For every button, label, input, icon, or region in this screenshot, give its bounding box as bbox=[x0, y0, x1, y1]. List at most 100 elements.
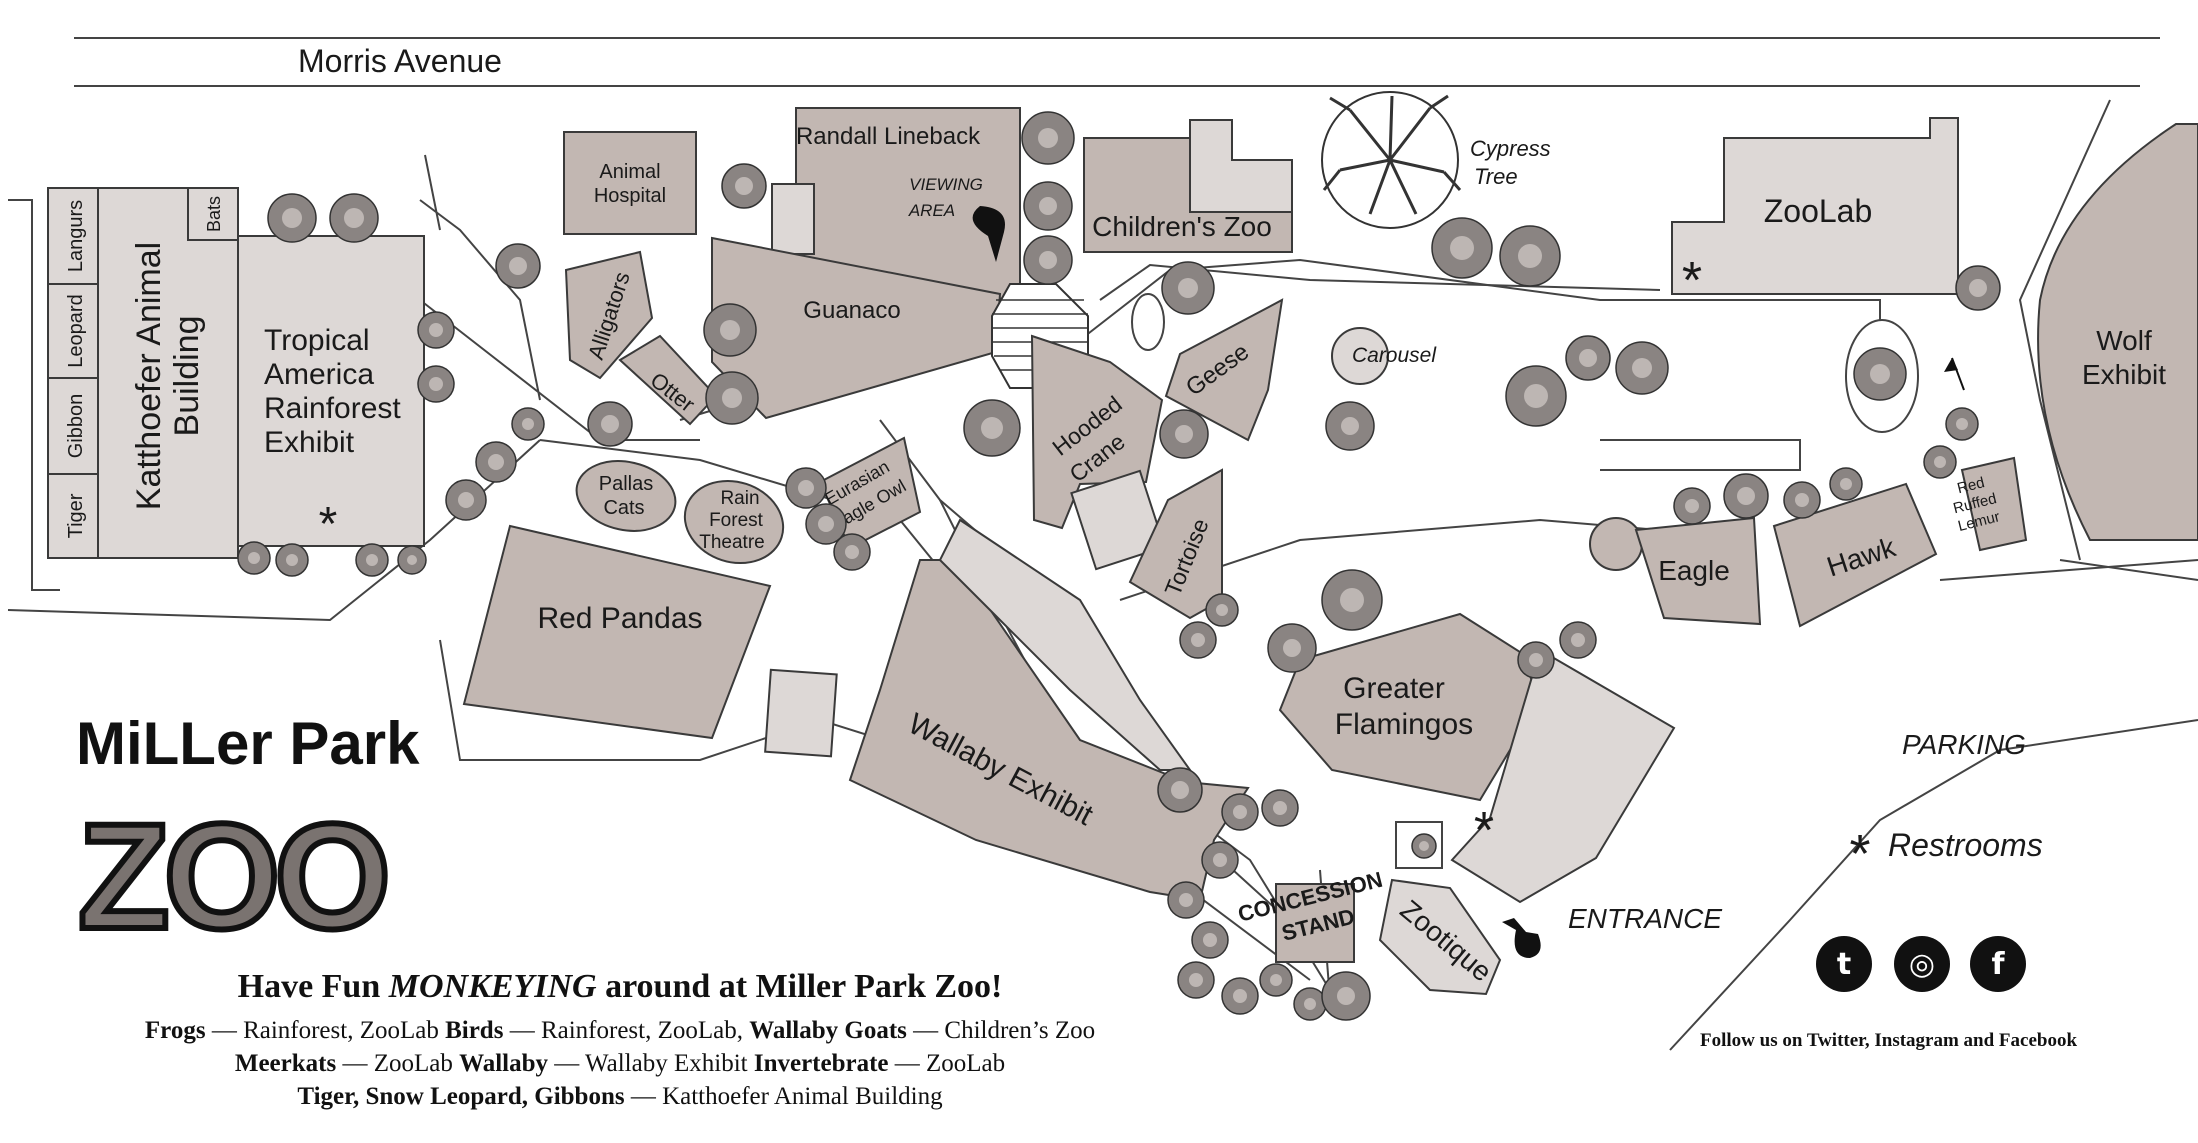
entrance-label: ENTRANCE bbox=[1568, 903, 1722, 934]
legend-value: — Katthoefer Animal Building bbox=[624, 1083, 943, 1110]
entrance-restroom-icon: * bbox=[1474, 802, 1494, 860]
tree-icon bbox=[1157, 767, 1203, 813]
tree-icon bbox=[1261, 789, 1299, 827]
twitter-icon[interactable]: t bbox=[1816, 936, 1872, 992]
tree-icon bbox=[355, 543, 389, 577]
tree-icon bbox=[1167, 881, 1205, 919]
tree-icon bbox=[267, 193, 317, 243]
childrens-zoo-label: Children's Zoo bbox=[1092, 211, 1272, 242]
legend-value: — Children’s Zoo bbox=[906, 1017, 1096, 1044]
tree-icon bbox=[1201, 841, 1239, 879]
tree-icon bbox=[329, 193, 379, 243]
gibbon-label: Gibbon bbox=[65, 394, 87, 459]
katthoefer-label-2: Building bbox=[168, 316, 206, 437]
legend-value: — ZooLab bbox=[888, 1050, 1006, 1077]
legend-key: Wallaby bbox=[459, 1050, 548, 1077]
legend-line-3: Tiger, Snow Leopard, Gibbons — Katthoefe… bbox=[0, 1080, 1240, 1113]
follow-us-text: Follow us on Twitter, Instagram and Face… bbox=[1700, 1030, 2078, 1051]
tropical-label-4: Exhibit bbox=[264, 426, 355, 459]
tree-icon bbox=[1559, 621, 1597, 659]
tree-icon bbox=[1955, 265, 2001, 311]
tree-icon bbox=[1321, 569, 1383, 631]
tree-icon bbox=[1499, 225, 1561, 287]
viewing-area-marker-icon bbox=[972, 206, 1005, 262]
animal-hospital-label-2: Hospital bbox=[594, 185, 666, 207]
red-ruffed-lemur-exhibit bbox=[1960, 456, 2028, 552]
headline-post: around at Miller Park Zoo! bbox=[596, 968, 1003, 1005]
guanaco-label: Guanaco bbox=[803, 297, 900, 324]
legend-line-1: Frogs — Rainforest, ZooLab Birds — Rainf… bbox=[0, 1014, 1240, 1047]
tree-icon bbox=[511, 407, 545, 441]
tree-icon bbox=[1615, 341, 1669, 395]
tree-icon bbox=[1853, 347, 1907, 401]
tree-icon bbox=[1205, 593, 1239, 627]
tree-icon bbox=[1161, 261, 1215, 315]
zoolab-label: ZooLab bbox=[1764, 193, 1873, 229]
carousel-label: Carousel bbox=[1352, 344, 1437, 367]
tree-icon bbox=[833, 533, 871, 571]
tree-icon bbox=[1505, 365, 1567, 427]
legend-restroom-icon: * bbox=[1849, 824, 1870, 884]
logo-backdrop bbox=[82, 792, 412, 932]
legend-line-2: Meerkats — ZooLab Wallaby — Wallaby Exhi… bbox=[0, 1047, 1240, 1080]
tree-icon bbox=[1293, 987, 1327, 1021]
viewing-area-label-2: AREA bbox=[908, 201, 955, 220]
childrens-zoo-barn bbox=[1189, 119, 1293, 213]
cypress-tree-label-1: Cypress bbox=[1470, 136, 1551, 161]
tree-icon bbox=[445, 479, 487, 521]
tropical-label-1: Tropical bbox=[264, 324, 370, 357]
carousel bbox=[1331, 327, 1389, 385]
pallas-cats-label-1: Pallas bbox=[599, 473, 653, 495]
wolf-label-2: Exhibit bbox=[2082, 359, 2166, 390]
flamingos-label-2: Flamingos bbox=[1335, 708, 1473, 741]
legend-key: Birds bbox=[445, 1017, 504, 1044]
animal-hospital-label-1: Animal bbox=[599, 161, 660, 183]
theatre-label-1: Rain bbox=[720, 488, 759, 509]
tree-icon bbox=[587, 401, 633, 447]
logo-line-2: ZOO bbox=[78, 792, 385, 936]
cypress-tree-label-2: Tree bbox=[1474, 164, 1518, 189]
parking-label: PARKING bbox=[1902, 729, 2026, 760]
miller-park-zoo-logo: MiLLer Park ZOO bbox=[75, 710, 420, 936]
cypress-tree-icon bbox=[1321, 91, 1462, 229]
katthoefer-building bbox=[97, 187, 239, 559]
tree-icon bbox=[1565, 335, 1611, 381]
tree-icon bbox=[705, 371, 759, 425]
planter-box bbox=[1395, 821, 1443, 869]
tree-icon bbox=[1159, 409, 1209, 459]
wallaby-walkway bbox=[938, 518, 1192, 771]
tree-icon bbox=[275, 543, 309, 577]
tiger-label: Tiger bbox=[65, 493, 87, 538]
tree-icon bbox=[703, 303, 757, 357]
planter-oval bbox=[1131, 293, 1165, 351]
theatre-label-3: Theatre bbox=[699, 532, 764, 553]
footer-headline: Have Fun MONKEYING around at Miller Park… bbox=[0, 968, 1240, 1006]
legend-key: Meerkats bbox=[234, 1050, 337, 1077]
theatre-label-2: Forest bbox=[709, 510, 764, 531]
tree-icon bbox=[1325, 401, 1375, 451]
tree-icon bbox=[1177, 961, 1215, 999]
tree-icon bbox=[1023, 181, 1073, 231]
tree-icon bbox=[1259, 963, 1293, 997]
tree-icon bbox=[805, 503, 847, 545]
bats-label: Bats bbox=[204, 196, 224, 232]
tree-icon bbox=[1221, 977, 1259, 1015]
katthoefer-label-1: Katthoefer Animal bbox=[130, 242, 168, 510]
wolf-exhibit bbox=[2037, 123, 2198, 541]
tree-icon bbox=[1411, 833, 1437, 859]
entrance-marker-icon bbox=[1502, 918, 1541, 958]
tropical-label-3: Rainforest bbox=[264, 392, 401, 425]
randall-label: Randall Lineback bbox=[796, 123, 981, 150]
greater-flamingos-exhibit bbox=[1278, 612, 1542, 802]
instagram-icon[interactable]: ◎ bbox=[1894, 936, 1950, 992]
legend-key: Tiger, Snow Leopard, Gibbons bbox=[297, 1083, 625, 1110]
zootique-shop bbox=[1378, 878, 1502, 996]
panda-shelter bbox=[764, 668, 838, 758]
zoolab-restroom-icon: * bbox=[1682, 252, 1702, 310]
facebook-icon[interactable]: f bbox=[1970, 936, 2026, 992]
crane-shelter bbox=[1070, 469, 1166, 571]
tree-icon bbox=[1723, 473, 1769, 519]
restroom-icon: * bbox=[319, 498, 338, 551]
tree-icon bbox=[1321, 971, 1371, 1021]
